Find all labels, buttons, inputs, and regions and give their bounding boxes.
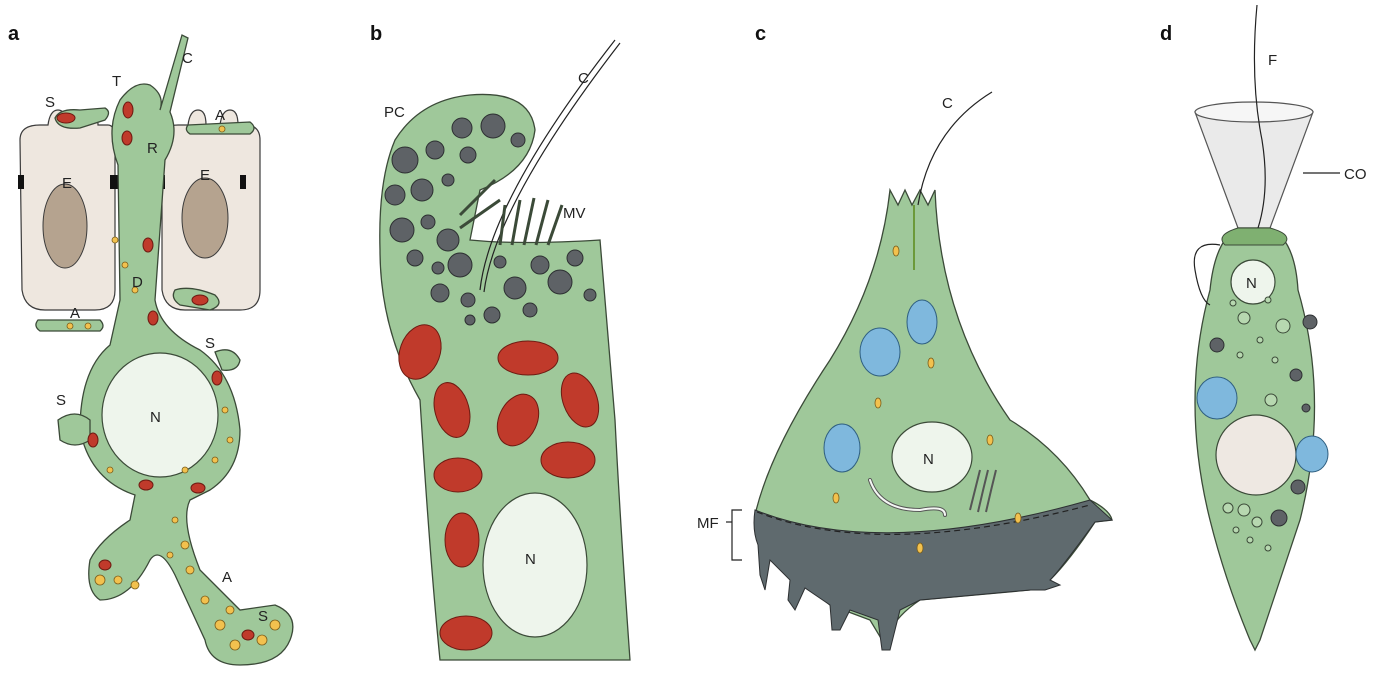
junction-outer-right [240,175,246,189]
mitochondrion [57,113,75,123]
label-f: F [1268,52,1277,69]
label-mv: MV [563,205,586,222]
blue-granule [824,424,860,472]
label-n: N [923,451,934,468]
process-s-left [58,414,90,445]
panel-c: c C N MF [697,23,1112,650]
mitochondrion [139,480,153,490]
label-c: C [578,70,589,87]
label-pc: PC [384,104,405,121]
label-a: A [215,107,225,124]
mitochondrion [122,131,132,145]
label-r: R [147,140,158,157]
label-n: N [1246,275,1257,292]
cilium-c [918,92,992,205]
label-s: S [45,94,55,111]
blue-granule [907,300,937,344]
label-c: C [182,50,193,67]
label-n: N [150,409,161,426]
blue-vacuole [1296,436,1328,472]
label-s: S [205,335,215,352]
mitochondrion [192,295,208,305]
junction-outer-left [18,175,24,189]
label-d: D [132,274,143,291]
food-vacuole [1216,415,1296,495]
label-a: A [222,569,232,586]
collar-rim [1195,102,1313,122]
blue-vacuole [1197,377,1237,419]
collar-base [1222,228,1287,245]
label-e: E [62,175,72,192]
label-co: CO [1344,166,1367,183]
panel-letter-c: c [755,23,766,45]
label-mf: MF [697,515,719,532]
mitochondrion [242,630,254,640]
label-s: S [56,392,66,409]
junction-left [110,175,118,189]
panel-d: d F CO N [1160,5,1367,650]
panel-letter-d: d [1160,23,1172,45]
mitochondrion [212,371,222,385]
label-c: C [942,95,953,112]
label-e: E [200,167,210,184]
label-a: A [70,305,80,322]
mitochondrion [148,311,158,325]
mitochondrion [99,560,111,570]
mitochondrion [143,238,153,252]
epithelial-nucleus-left [43,184,87,268]
panel-b: b [370,23,630,660]
mitochondrion [123,102,133,118]
label-s: S [258,608,268,625]
label-n: N [525,551,536,568]
panel-letter-a: a [8,23,20,45]
label-t: T [112,73,121,90]
mitochondrion [191,483,205,493]
mitochondrion [88,433,98,447]
panel-a: a [8,23,293,665]
mf-bracket [732,510,742,560]
panel-letter-b: b [370,23,382,45]
process-s-right [215,350,240,371]
blue-granule [860,328,900,376]
epithelial-nucleus-right [182,178,228,258]
